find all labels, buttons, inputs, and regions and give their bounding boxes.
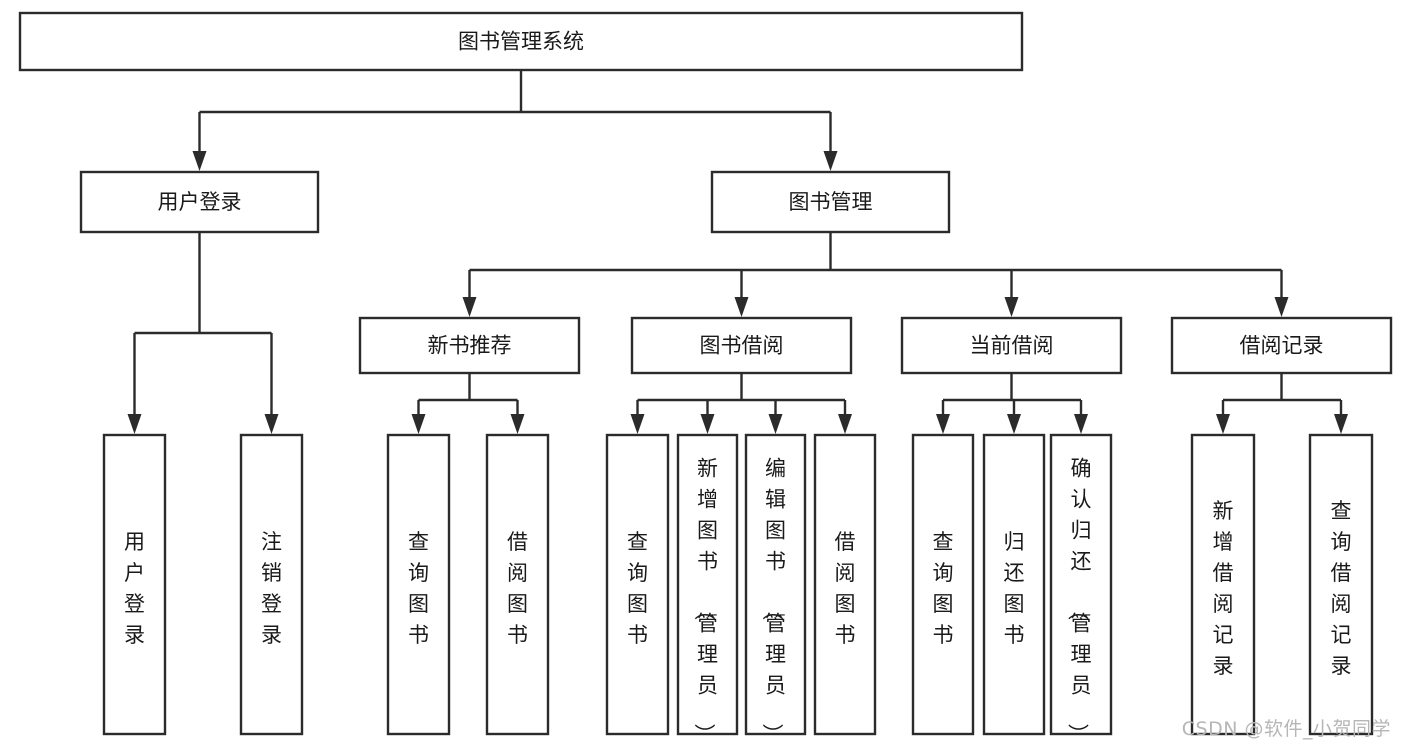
node-box-leaf-query-book-new[interactable] (386, 433, 451, 736)
node-leaf-query-book-current[interactable]: 查询图书 (911, 433, 975, 736)
node-box-leaf-add-book[interactable] (676, 433, 739, 736)
arrow-head-icon (192, 151, 207, 171)
arrow-head-icon (462, 297, 477, 317)
arrow-head-icon (768, 414, 783, 434)
connector-layer (127, 70, 1348, 434)
node-label-leaf-confirm-return: 确认归还（管理员） (1066, 456, 1092, 744)
node-label-leaf-user-login: 用户登录 (124, 530, 145, 647)
arrow-head-icon (1216, 414, 1230, 434)
node-box-borrow-record[interactable] (1170, 316, 1393, 375)
arrow-head-icon (734, 297, 749, 317)
node-box-leaf-confirm-return[interactable] (1049, 433, 1113, 736)
node-label-leaf-borrow-book: 借阅图书 (835, 530, 856, 647)
node-box-leaf-query-book-current[interactable] (911, 433, 975, 736)
node-box-leaf-return-book[interactable] (982, 433, 1046, 736)
arrow-head-icon (1274, 297, 1289, 317)
node-label-book-borrow: 图书借阅 (700, 334, 784, 358)
edge-group-book-manage (462, 232, 1289, 317)
node-user-login[interactable]: 用户登录 (79, 170, 320, 234)
arrow-head-icon (411, 414, 426, 434)
node-label-current-borrow: 当前借阅 (970, 334, 1054, 358)
node-label-book-manage: 图书管理 (789, 190, 873, 214)
node-box-leaf-borrow-book[interactable] (813, 433, 877, 736)
node-label-leaf-query-borrow-record: 查询借阅记录 (1331, 499, 1352, 678)
node-box-leaf-add-borrow-record[interactable] (1190, 433, 1256, 736)
node-leaf-borrow-book-new[interactable]: 借阅图书 (485, 433, 550, 736)
node-label-borrow-record: 借阅记录 (1240, 334, 1324, 358)
arrow-head-icon (936, 414, 950, 434)
edge-group-current-borrow (936, 373, 1088, 434)
node-label-new-book-recommend: 新书推荐 (428, 334, 512, 358)
node-root[interactable]: 图书管理系统 (18, 11, 1024, 72)
node-box-book-manage[interactable] (710, 170, 951, 234)
node-leaf-query-book-borrow[interactable]: 查询图书 (605, 433, 670, 736)
node-box-new-book-recommend[interactable] (358, 316, 581, 375)
node-borrow-record[interactable]: 借阅记录 (1170, 316, 1393, 375)
arrow-head-icon (823, 151, 838, 171)
node-label-leaf-return-book: 归还图书 (1004, 530, 1025, 647)
node-leaf-add-borrow-record[interactable]: 新增借阅记录 (1190, 433, 1256, 736)
arrow-head-icon (264, 414, 279, 434)
node-current-borrow[interactable]: 当前借阅 (900, 316, 1123, 375)
node-label-user-login: 用户登录 (158, 190, 242, 214)
node-leaf-edit-book[interactable]: 编辑图书（管理员） (744, 433, 807, 744)
node-leaf-user-logout[interactable]: 注销登录 (239, 433, 304, 736)
node-leaf-confirm-return[interactable]: 确认归还（管理员） (1049, 433, 1113, 744)
node-label-root: 图书管理系统 (458, 30, 584, 54)
node-label-leaf-query-book-current: 查询图书 (933, 530, 954, 647)
node-box-leaf-query-borrow-record[interactable] (1308, 433, 1374, 736)
node-leaf-return-book[interactable]: 归还图书 (982, 433, 1046, 736)
edge-group-borrow-record (1216, 373, 1348, 434)
arrow-head-icon (1074, 414, 1088, 434)
node-box-leaf-user-login[interactable] (102, 433, 167, 736)
node-label-leaf-query-book-new: 查询图书 (408, 530, 429, 647)
node-leaf-query-borrow-record[interactable]: 查询借阅记录 (1308, 433, 1374, 736)
node-box-leaf-query-book-borrow[interactable] (605, 433, 670, 736)
arrow-head-icon (630, 414, 645, 434)
arrow-head-icon (127, 414, 142, 434)
arrow-head-icon (1007, 414, 1021, 434)
node-box-current-borrow[interactable] (900, 316, 1123, 375)
node-box-leaf-borrow-book-new[interactable] (485, 433, 550, 736)
node-label-leaf-borrow-book-new: 借阅图书 (507, 530, 528, 647)
edge-group-new-book-recommend (411, 373, 525, 434)
edge-group-root (192, 70, 838, 171)
node-label-leaf-edit-book: 编辑图书（管理员） (760, 456, 786, 744)
arrow-head-icon (510, 414, 525, 434)
arrow-head-icon (1004, 297, 1019, 317)
arrow-head-icon (1334, 414, 1348, 434)
node-box-leaf-user-logout[interactable] (239, 433, 304, 736)
arrow-head-icon (838, 414, 852, 434)
node-label-leaf-add-borrow-record: 新增借阅记录 (1213, 499, 1234, 678)
node-leaf-user-login[interactable]: 用户登录 (102, 433, 167, 736)
edge-group-user-login (127, 232, 279, 434)
node-label-leaf-query-book-borrow: 查询图书 (627, 530, 648, 647)
node-leaf-add-book[interactable]: 新增图书（管理员） (676, 433, 739, 744)
node-box-root[interactable] (18, 11, 1024, 72)
node-book-borrow[interactable]: 图书借阅 (630, 316, 853, 375)
node-box-user-login[interactable] (79, 170, 320, 234)
node-new-book-recommend[interactable]: 新书推荐 (358, 316, 581, 375)
watermark-text: CSDN @软件_小贺同学 (1181, 718, 1391, 740)
arrow-head-icon (700, 414, 715, 434)
node-label-leaf-add-book: 新增图书（管理员） (692, 456, 718, 744)
edge-group-book-borrow (630, 373, 852, 434)
node-box-book-borrow[interactable] (630, 316, 853, 375)
node-leaf-borrow-book[interactable]: 借阅图书 (813, 433, 877, 736)
node-box-leaf-edit-book[interactable] (744, 433, 807, 736)
node-leaf-query-book-new[interactable]: 查询图书 (386, 433, 451, 736)
node-book-manage[interactable]: 图书管理 (710, 170, 951, 234)
node-label-leaf-user-logout: 注销登录 (261, 530, 282, 647)
node-layer: 图书管理系统用户登录图书管理新书推荐图书借阅当前借阅借阅记录用户登录注销登录查询… (18, 11, 1393, 744)
